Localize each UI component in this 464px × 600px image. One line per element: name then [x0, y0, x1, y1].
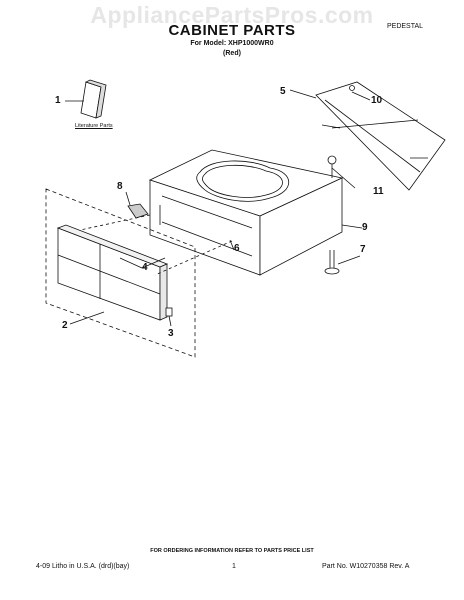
- page-number: 1: [232, 563, 236, 570]
- literature-parts-label: Literature Parts: [75, 123, 113, 129]
- callout-4: 4: [142, 262, 148, 273]
- leveling-leg: [324, 250, 340, 275]
- callout-7: 7: [360, 244, 366, 255]
- leader-4a: [141, 257, 166, 269]
- watermark-text: AppliancePartsPros.com: [90, 2, 374, 28]
- literature-booklet: [80, 79, 107, 119]
- callout-1: 1: [55, 95, 61, 106]
- callout-11: 11: [373, 186, 384, 197]
- color-line: (Red): [223, 50, 241, 57]
- callout-10: 10: [371, 95, 383, 106]
- litho-line: 4-09 Litho in U.S.A. (drd)(bay): [36, 563, 130, 570]
- leader-4b: [119, 257, 143, 269]
- top-plate: [315, 81, 446, 191]
- callout-3: 3: [168, 328, 174, 339]
- leader-6: [229, 239, 235, 251]
- leader-10: [351, 91, 371, 101]
- leader-2: [69, 311, 105, 325]
- leader-5: [289, 89, 317, 99]
- leader-8: [125, 191, 131, 206]
- callout-9: 9: [362, 222, 368, 233]
- part-number: Part No. W10270358 Rev. A: [322, 563, 410, 570]
- callout-2: 2: [62, 320, 68, 331]
- callout-8: 8: [117, 181, 123, 192]
- callout-6: 6: [234, 243, 240, 254]
- drawer-front: [56, 224, 169, 321]
- leader-3: [168, 315, 172, 327]
- page-title: CABINET PARTS: [168, 22, 296, 39]
- ordering-note: FOR ORDERING INFORMATION REFER TO PARTS …: [150, 548, 314, 554]
- callout-5: 5: [280, 86, 286, 97]
- cabinet-box: [148, 149, 344, 276]
- leader-7: [337, 255, 361, 265]
- leader-11: [331, 167, 356, 189]
- model-line: For Model: XHP1000WR0: [190, 40, 274, 47]
- drawer-bracket: [127, 203, 149, 219]
- section-label: PEDESTAL: [387, 23, 424, 30]
- leader-9: [341, 224, 363, 229]
